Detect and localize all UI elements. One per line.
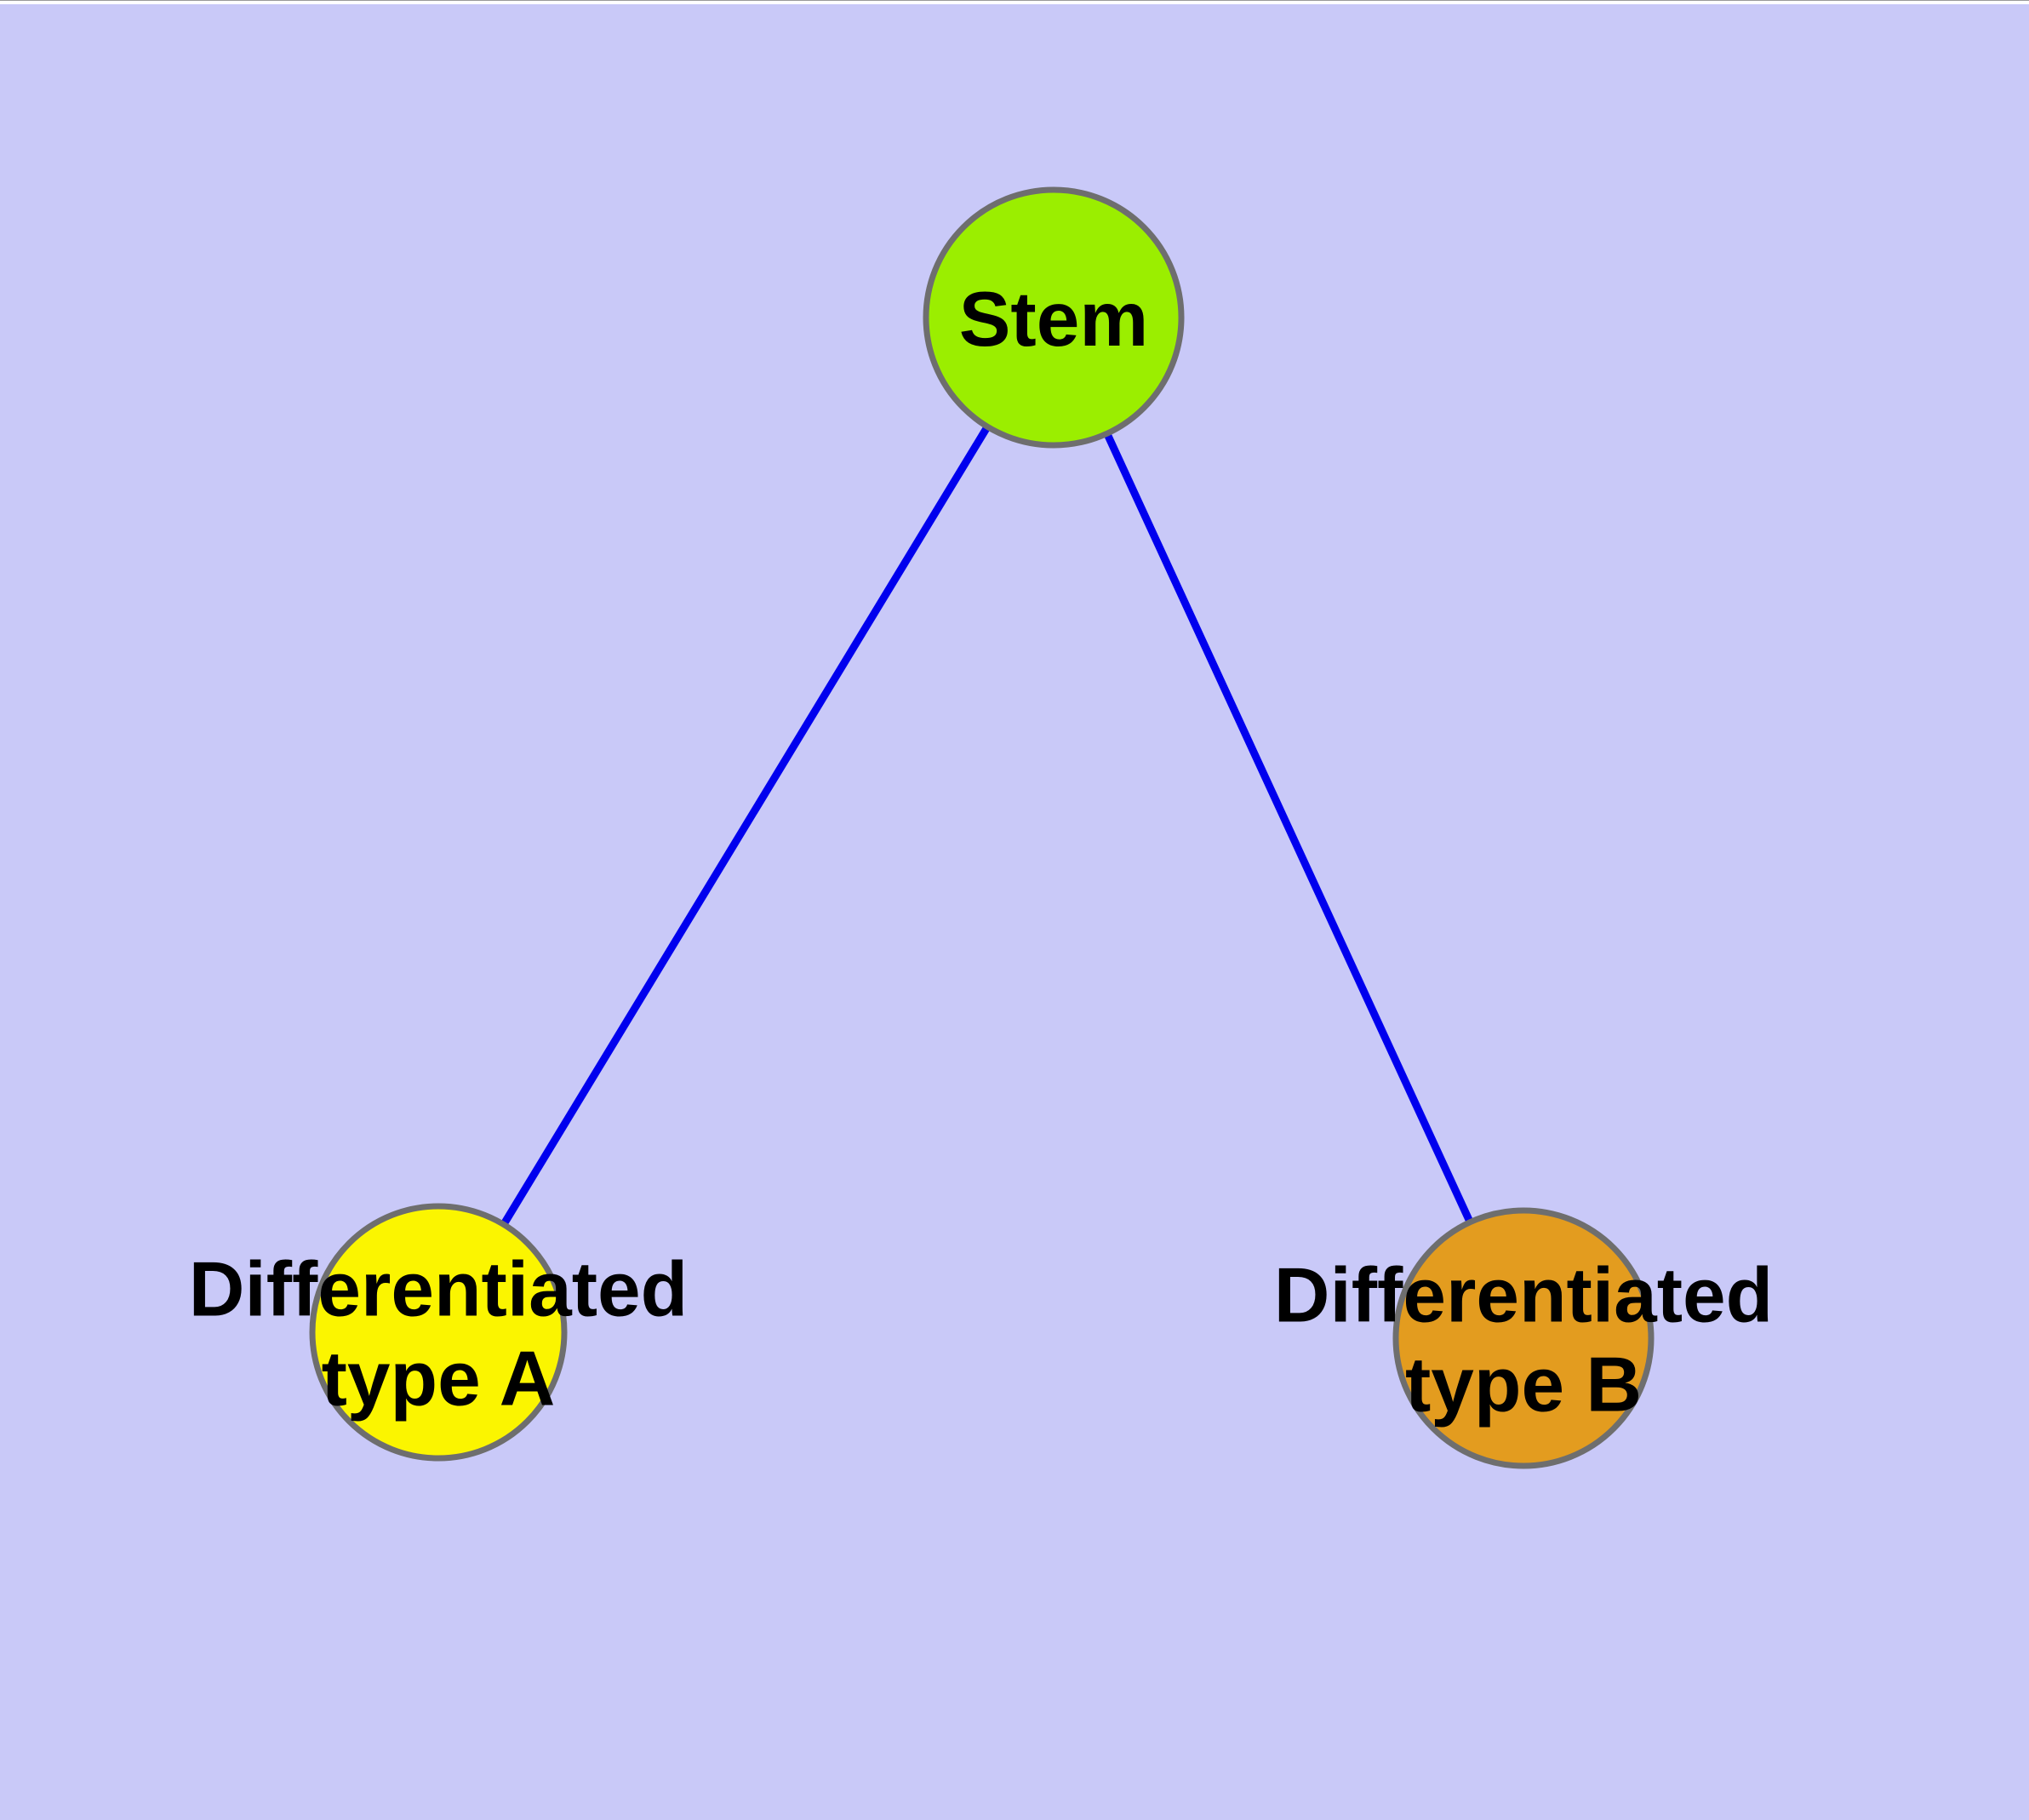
node-typeA-label-line-2: type A bbox=[322, 1336, 556, 1422]
node-stem-label-line-1: Stem bbox=[959, 277, 1149, 363]
node-stem-label: Stem bbox=[959, 277, 1149, 363]
node-typeA-circle bbox=[309, 1203, 568, 1462]
node-typeB-circle bbox=[1392, 1207, 1655, 1469]
node-typeB-label-line-1: Differentiated bbox=[1274, 1253, 1774, 1339]
edge-stem-typeB bbox=[1049, 316, 1528, 1340]
node-stem-circle bbox=[923, 186, 1185, 449]
edge-stem-typeA bbox=[435, 315, 1057, 1335]
node-typeA-label-line-1: Differentiated bbox=[189, 1247, 689, 1333]
top-margin-strip bbox=[0, 0, 2029, 4]
node-typeB-label-line-2: type B bbox=[1405, 1342, 1642, 1428]
